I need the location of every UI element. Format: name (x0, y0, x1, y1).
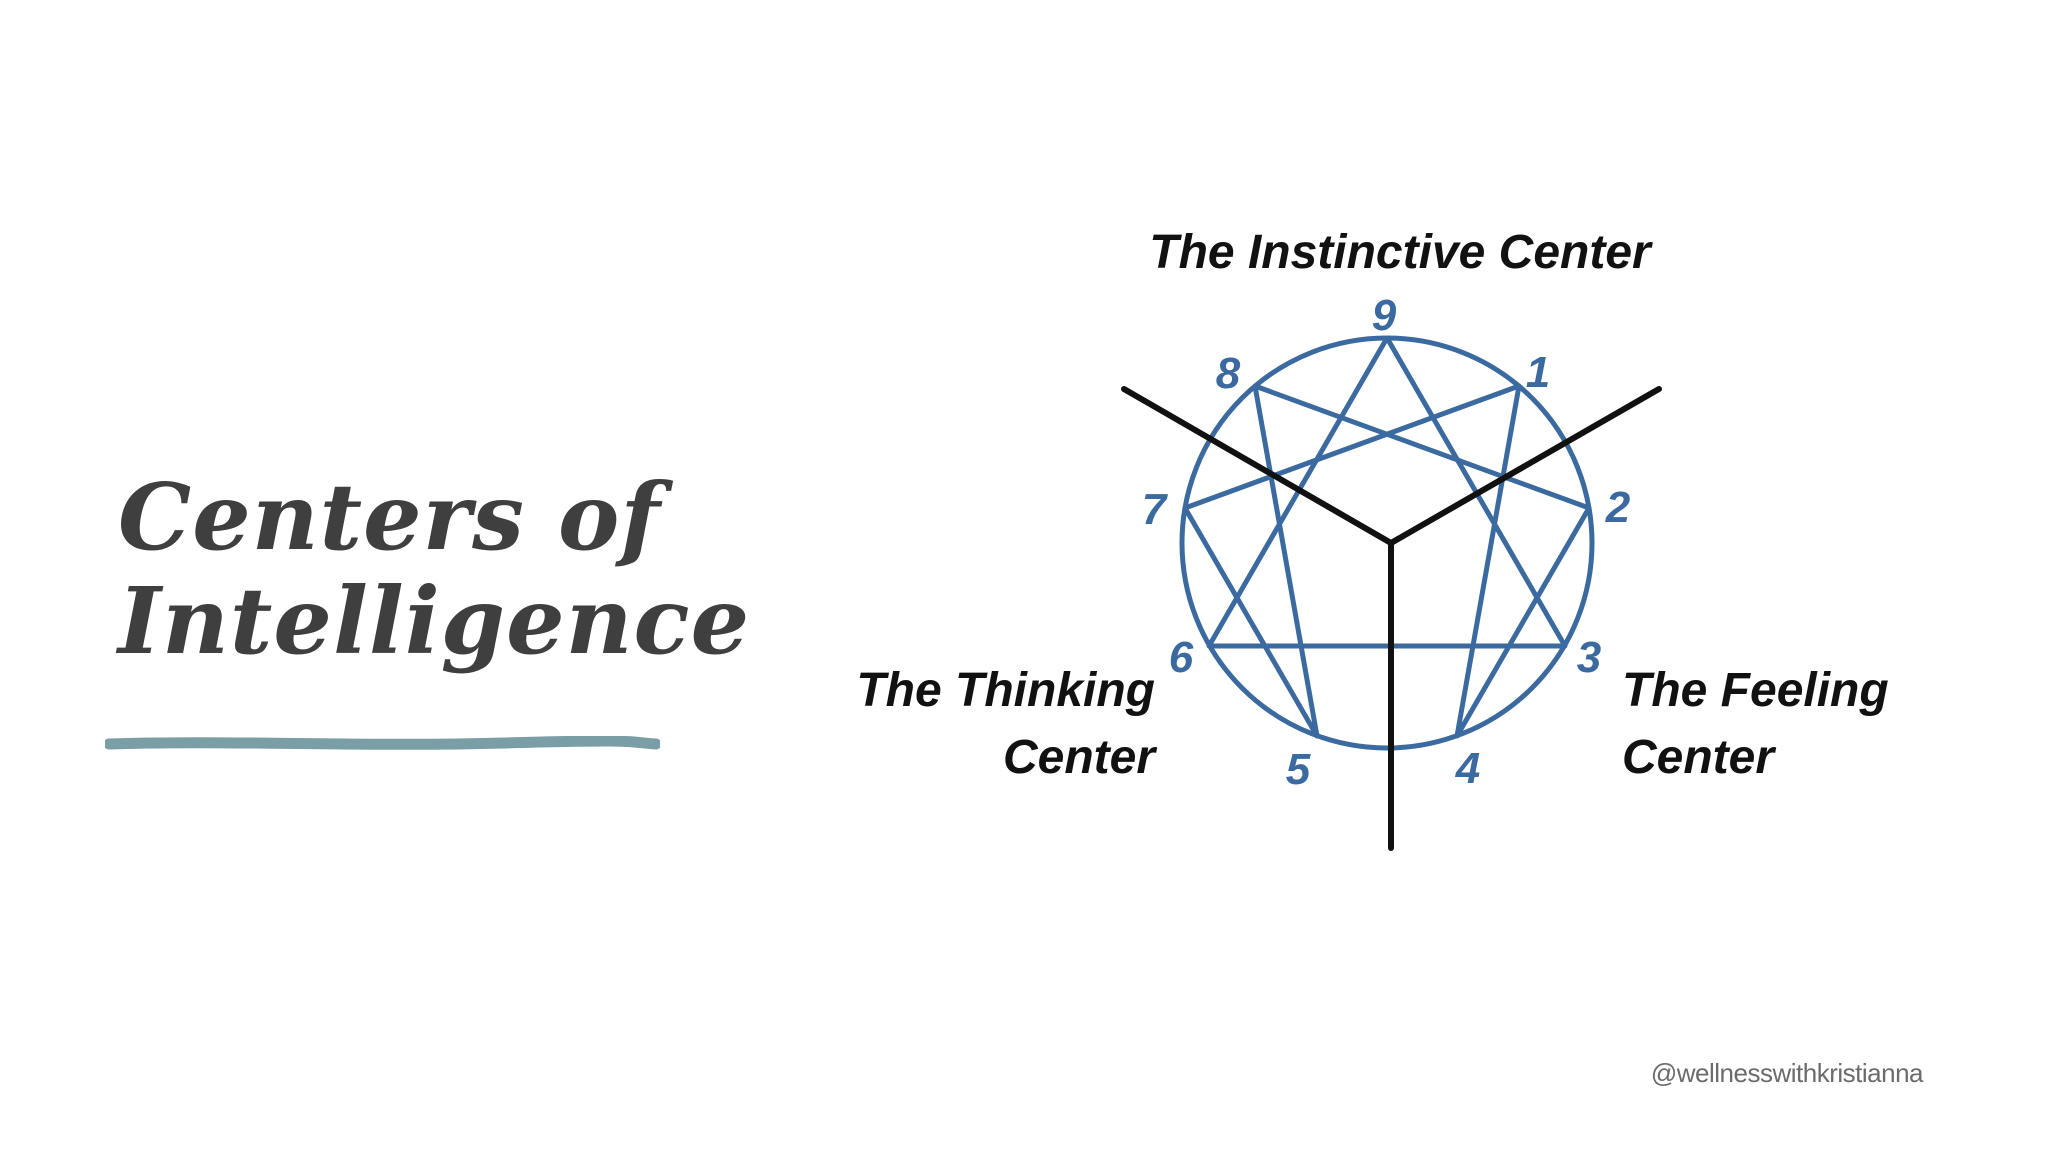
enneagram-triangle (1206, 335, 1568, 649)
title-line-1: Centers of (118, 463, 661, 571)
slide-title: Centers of Intelligence (118, 465, 750, 673)
point-9-label: 9 (1372, 291, 1397, 340)
feeling-center-label-line-2: Center (1622, 731, 1776, 784)
divider-line-right (1388, 386, 1662, 546)
point-7-label: 7 (1142, 485, 1169, 534)
title-line-2: Intelligence (118, 567, 751, 675)
thinking-center-label-line-1: The Thinking (856, 664, 1155, 717)
credit-handle: @wellnesswithkristianna (1650, 1058, 1924, 1088)
thinking-center-label-line-2: Center (1003, 731, 1157, 784)
divider-line-left (1121, 386, 1394, 546)
point-3-label: 3 (1577, 633, 1601, 682)
instinctive-center-label: The Instinctive Center (1149, 226, 1653, 279)
point-5-label: 5 (1286, 745, 1311, 794)
point-8-label: 8 (1216, 349, 1241, 398)
title-underline (105, 736, 660, 750)
point-6-label: 6 (1169, 633, 1194, 682)
enneagram-hexad (1182, 383, 1592, 739)
point-2-label: 2 (1605, 483, 1631, 532)
feeling-center-label-line-1: The Feeling (1622, 664, 1889, 717)
point-4-label: 4 (1455, 744, 1480, 793)
point-1-label: 1 (1526, 348, 1550, 397)
